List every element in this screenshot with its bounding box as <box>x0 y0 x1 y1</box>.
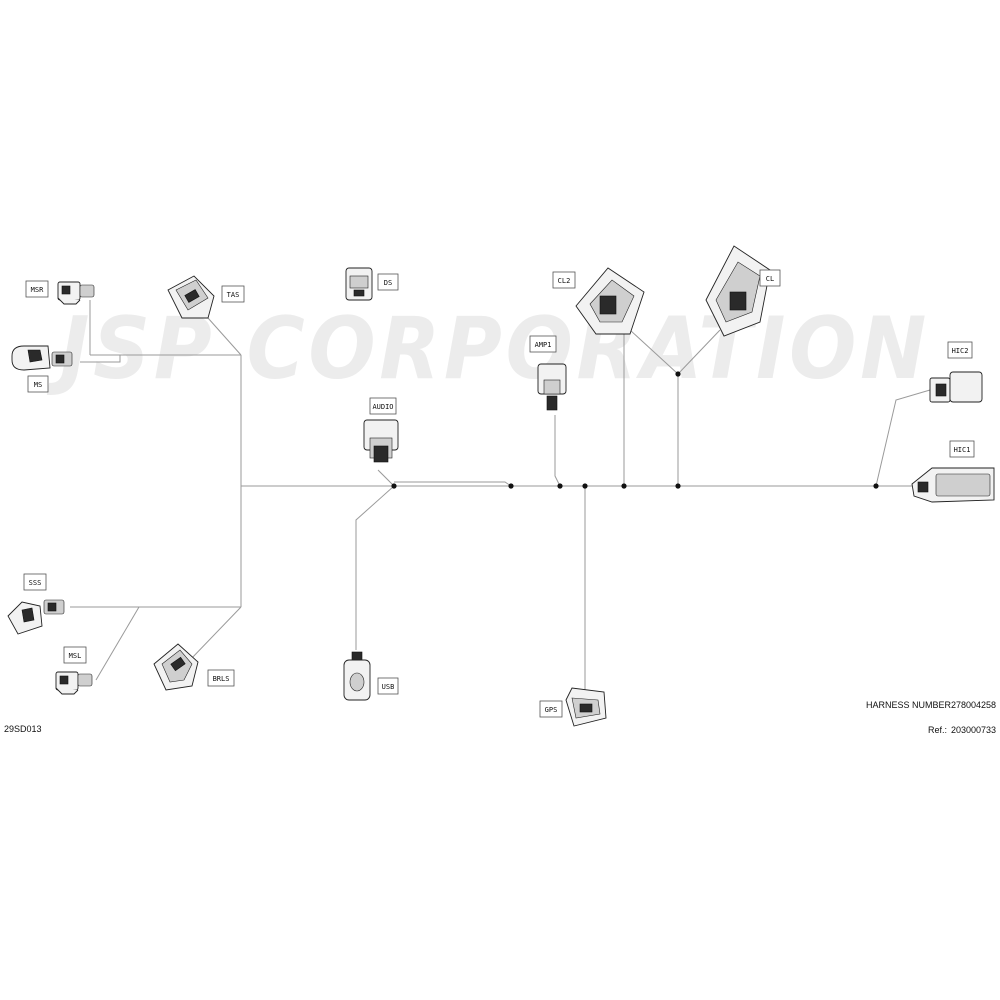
connector-sss-label: SSS <box>29 579 42 587</box>
connector-ds: DS <box>345 267 399 301</box>
connector-ms-label: MS <box>34 381 42 389</box>
junction-audio <box>391 483 397 489</box>
connector-audio: AUDIO <box>363 397 399 463</box>
ref-label: Ref.: <box>928 725 947 735</box>
connector-tas: TAS <box>167 275 245 319</box>
connector-hic1-label: HIC1 <box>954 446 971 454</box>
hic1-connector-icon <box>911 467 995 503</box>
connector-tas-label: TAS <box>227 291 240 299</box>
connector-usb: USB <box>343 651 399 701</box>
connector-audio-label: AUDIO <box>372 403 393 411</box>
connector-msl-label: MSL <box>69 652 82 660</box>
junction-cl <box>675 483 681 489</box>
gps-connector-icon <box>565 687 607 727</box>
connector-gps-label: GPS <box>545 706 558 714</box>
amp1-connector-icon <box>537 363 567 411</box>
connector-hic2-label: HIC2 <box>952 347 969 355</box>
hic2-connector-icon <box>929 371 983 403</box>
connector-msl: MSL <box>55 646 93 695</box>
wiring <box>70 300 931 690</box>
cl2-connector-icon <box>575 267 645 335</box>
connector-gps: GPS <box>539 687 607 727</box>
connector-usb-label: USB <box>382 683 395 691</box>
connector-amp1-label: AMP1 <box>535 341 552 349</box>
junction-cl-upper <box>675 371 681 377</box>
junction-points <box>391 371 879 489</box>
ds-connector-icon <box>345 267 373 301</box>
connector-hic2: HIC2 <box>929 341 983 403</box>
connector-cl-label: CL <box>766 275 774 283</box>
connector-brls: BRLS <box>153 643 235 691</box>
connector-amp1: AMP1 <box>529 335 567 411</box>
connector-msr-label: MSR <box>31 286 44 294</box>
junction-hic <box>873 483 879 489</box>
harness-number-value: 278004258 <box>951 700 996 710</box>
watermark: JSP CORPORATION <box>46 299 930 399</box>
brls-connector-icon <box>153 643 199 691</box>
junction-side <box>508 483 514 489</box>
connector-msr: MSR <box>25 280 95 305</box>
connector-brls-label: BRLS <box>213 675 230 683</box>
harness-number-label: HARNESS NUMBER <box>866 700 952 710</box>
usb-connector-icon <box>343 651 371 701</box>
connector-cl: CL <box>705 245 781 337</box>
ms-connector-icon <box>11 345 73 371</box>
audio-connector-icon <box>363 419 399 463</box>
junction-cl2 <box>621 483 627 489</box>
connector-ds-label: DS <box>384 279 392 287</box>
tas-connector-icon <box>167 275 215 319</box>
junction-gps <box>582 483 588 489</box>
connector-cl2-label: CL2 <box>558 277 571 285</box>
junction-amp1 <box>557 483 563 489</box>
msr-connector-icon <box>57 281 95 305</box>
drawing-id: 29SD013 <box>4 724 42 734</box>
sss-connector-icon <box>7 599 65 635</box>
connector-cl2: CL2 <box>552 267 645 335</box>
msl-connector-icon <box>55 671 93 695</box>
ref-value: 203000733 <box>951 725 996 735</box>
connector-hic1: HIC1 <box>911 440 995 503</box>
cl-connector-icon <box>705 245 771 337</box>
connector-sss: SSS <box>7 573 65 635</box>
connector-ms: MS <box>11 345 73 393</box>
